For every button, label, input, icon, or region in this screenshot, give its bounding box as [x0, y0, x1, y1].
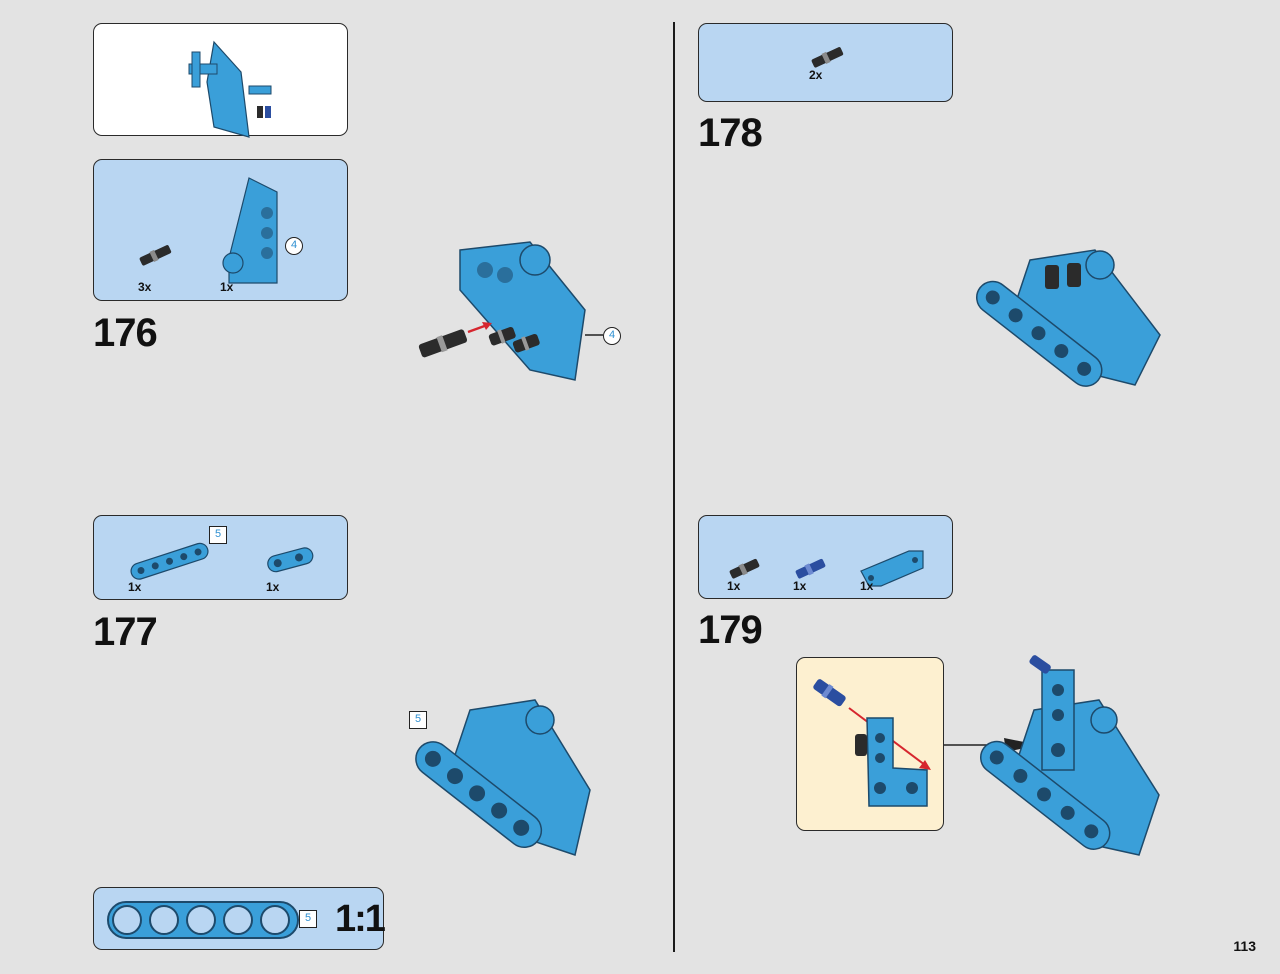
step-177-part-1-qty: 1x — [128, 580, 142, 594]
black-friction-pin-icon — [811, 47, 844, 68]
step-177-length-label: 5 — [209, 526, 227, 544]
blue-axle-pin-icon — [795, 558, 826, 579]
step-178-parts-box: 2x — [698, 23, 953, 102]
blue-panel-icon — [222, 177, 278, 284]
step-178-number: 178 — [698, 111, 763, 155]
page-number: 113 — [1233, 938, 1256, 954]
step-176-callout-small: 4 — [285, 237, 303, 255]
scale-reference-box: 5 1:1 — [93, 887, 386, 950]
step-179-number: 179 — [698, 608, 763, 652]
step-179-subassembly-illustration — [813, 679, 931, 807]
step-179-build-illustration — [944, 655, 1160, 856]
step-176-part-2-qty: 1x — [220, 280, 234, 294]
page-divider — [673, 22, 675, 952]
step-179-parts-box: 1x 1x 1x — [698, 515, 953, 599]
scale-length-label: 5 — [299, 910, 317, 928]
step-179-parts-icons — [729, 550, 924, 587]
subassembly-preview-icon — [188, 40, 272, 138]
step-177-number: 177 — [93, 610, 158, 654]
black-friction-pin-icon — [139, 245, 172, 266]
step-178-parts-icons — [811, 47, 844, 68]
blue-beam-5-icon — [130, 542, 209, 580]
beam-5-scale-icon — [107, 901, 299, 939]
step-179-part-1-qty: 1x — [727, 579, 741, 593]
subassembly-preview-box — [93, 23, 348, 138]
step-177-callout: 5 — [409, 711, 427, 729]
scale-ratio-label: 1:1 — [335, 898, 386, 940]
step-176-parts-icons — [139, 177, 278, 284]
step-176-callout: 4 — [603, 327, 621, 345]
step-176-parts-box: 3x 1x 4 — [93, 159, 348, 301]
step-178-part-1-qty: 2x — [809, 68, 823, 82]
step-177-parts-box: 1x 1x 5 — [93, 515, 348, 600]
step-179-subassembly-box — [796, 657, 944, 831]
black-friction-pin-icon — [729, 558, 760, 579]
step-178-build-illustration — [976, 249, 1161, 387]
step-177-parts-icons — [130, 542, 314, 580]
step-176-number: 176 — [93, 311, 158, 355]
step-179-part-2-qty: 1x — [793, 579, 807, 593]
blue-beam-connector-icon — [267, 547, 314, 573]
step-179-part-3-qty: 1x — [860, 579, 874, 593]
step-176-build-illustration — [418, 241, 603, 381]
step-177-part-2-qty: 1x — [266, 580, 280, 594]
step-177-build-illustration — [415, 699, 591, 856]
step-176-part-1-qty: 3x — [138, 280, 152, 294]
blue-angled-beam-icon — [860, 550, 924, 587]
